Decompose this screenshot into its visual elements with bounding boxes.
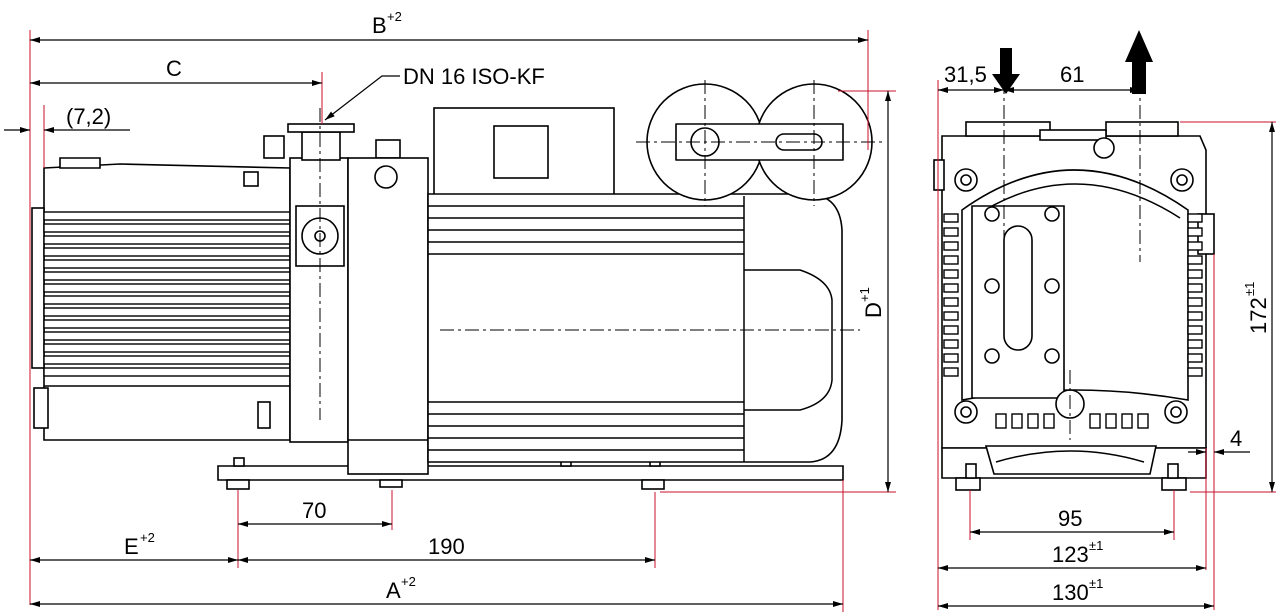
flange-label: DN 16 ISO-KF: [403, 64, 545, 89]
arrow-up-icon: [1125, 30, 1153, 94]
dim-61-label: 61: [1060, 62, 1084, 87]
dim-31-5-label: 31,5: [944, 62, 987, 87]
front-dimension-lines: [938, 87, 1275, 609]
corner-bolts: [954, 168, 1194, 424]
dim-d-label: D: [861, 302, 886, 318]
motor: [427, 107, 860, 463]
dim-c-label: C: [166, 56, 182, 81]
dim-d-tolerance: +1: [857, 287, 872, 302]
dim-130-label: 130: [1052, 580, 1089, 605]
dim-offset-label: (7,2): [66, 104, 111, 129]
dim-123-tolerance: ±1: [1089, 538, 1103, 553]
dim-a-tolerance: +2: [401, 574, 416, 589]
dim-123-label: 123: [1052, 542, 1089, 567]
dim-4-label: 4: [1230, 426, 1242, 451]
handle: [636, 80, 882, 206]
dimension-labels: B +2 C DN 16 ISO-KF (7,2) D +1 70 E +2 1…: [66, 9, 1271, 605]
dim-172-label: 172: [1246, 297, 1271, 334]
dim-190-label: 190: [428, 534, 465, 559]
dim-130-tolerance: ±1: [1089, 576, 1103, 591]
front-view: [933, 80, 1215, 491]
coupling-block: [347, 157, 429, 475]
dim-b-label: B: [372, 13, 387, 38]
front-feet: [955, 463, 1187, 491]
side-serrations: [943, 213, 1203, 429]
dim-95-label: 95: [1058, 506, 1082, 531]
dim-70-label: 70: [302, 498, 326, 523]
base-plate: [217, 465, 844, 481]
motor-fins: [428, 205, 744, 451]
side-dimension-lines: [4, 37, 891, 607]
arrow-down-icon: [992, 48, 1020, 94]
dim-172-tolerance: ±1: [1242, 282, 1257, 296]
dim-a-label: A: [386, 578, 401, 603]
dim-b-tolerance: +2: [387, 9, 402, 24]
plate-bolts: [984, 206, 1060, 364]
dim-e-tolerance: +2: [140, 530, 155, 545]
pump-housing: [31, 157, 291, 441]
front-extension-lines: [937, 80, 1276, 610]
dim-e-label: E: [124, 534, 139, 559]
side-extension-lines: [29, 30, 896, 612]
side-view: [31, 80, 882, 490]
